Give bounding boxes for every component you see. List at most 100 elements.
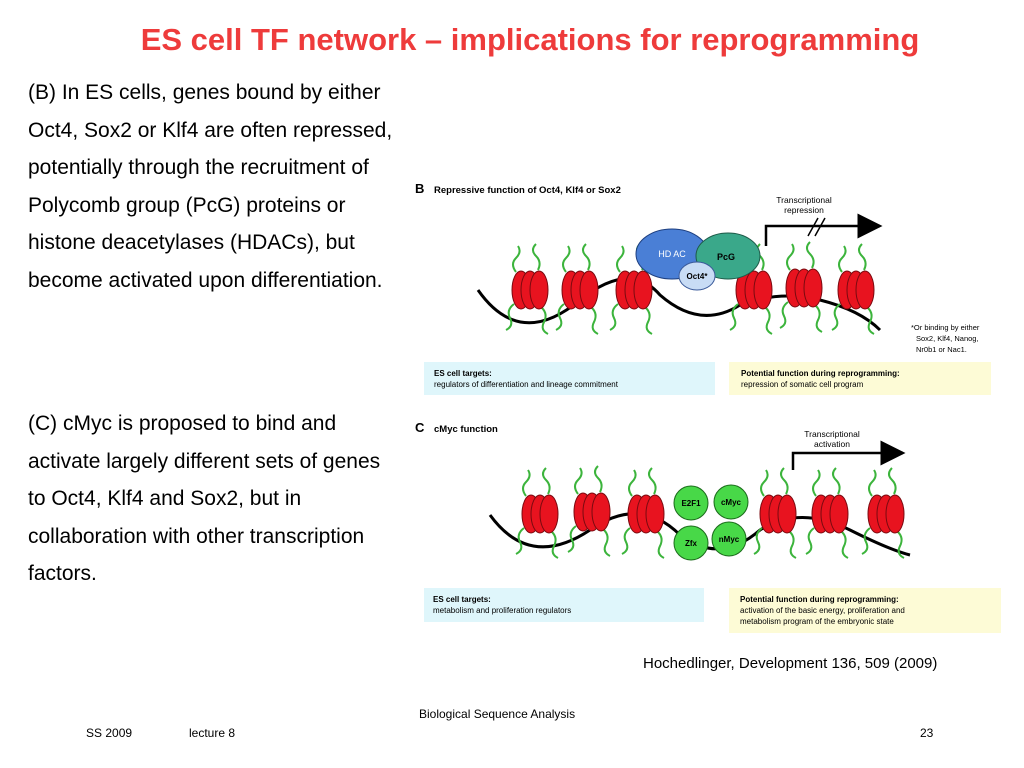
panel-c-arrow-label-2: activation bbox=[814, 439, 850, 449]
cmyc-label: cMyc bbox=[721, 498, 742, 507]
panel-b-arrow-label-2: repression bbox=[784, 205, 824, 215]
histone-tail bbox=[594, 465, 603, 493]
histone-tail bbox=[616, 245, 625, 273]
paragraph-c: (C) cMyc is proposed to bind and activat… bbox=[28, 412, 381, 585]
pcg-label: PcG bbox=[717, 252, 735, 262]
e2f1-factor bbox=[673, 485, 709, 521]
histone-tail bbox=[555, 303, 565, 331]
panel-b-arrow-label-1: Transcriptional bbox=[776, 195, 832, 205]
histone-tail bbox=[806, 241, 815, 269]
panel-b-note-2: Sox2, Klf4, Nanog, bbox=[916, 334, 979, 343]
histone-tail bbox=[603, 529, 611, 557]
histone-tail bbox=[805, 527, 815, 555]
histone-tail bbox=[591, 307, 599, 335]
histone-tail bbox=[551, 531, 559, 559]
nucleosome-disc bbox=[579, 270, 599, 310]
nucleosome bbox=[831, 243, 875, 335]
zfx-factor bbox=[673, 525, 709, 561]
histone-tail bbox=[505, 303, 515, 331]
nucleosome-disc bbox=[539, 494, 559, 534]
histone-tail bbox=[780, 467, 789, 495]
panel-c-title: cMyc function bbox=[434, 424, 498, 435]
histone-tail bbox=[786, 243, 795, 271]
histone-tail bbox=[532, 243, 541, 271]
repression-block-mark bbox=[807, 217, 826, 237]
panel-c: C cMyc function Transcriptional activati… bbox=[415, 420, 1001, 633]
cmyc-factor bbox=[713, 484, 749, 520]
histone-tail bbox=[841, 531, 849, 559]
nucleosome-disc bbox=[645, 494, 665, 534]
nucleosome-disc bbox=[529, 270, 549, 310]
histone-tail bbox=[753, 527, 763, 555]
nucleosome-disc bbox=[885, 494, 905, 534]
histone-tail bbox=[542, 467, 551, 495]
histone-tail bbox=[645, 307, 653, 335]
panel-b-title: Repressive function of Oct4, Klf4 or Sox… bbox=[434, 185, 621, 196]
e2f1-label: E2F1 bbox=[681, 499, 701, 508]
histone-tail bbox=[867, 307, 875, 335]
nucleosome-disc bbox=[803, 268, 823, 308]
histone-tail bbox=[760, 469, 769, 497]
nucleosome bbox=[753, 467, 797, 559]
panel-b-note-3: Nr0b1 or Nac1. bbox=[916, 345, 967, 354]
histone-tail bbox=[628, 469, 637, 497]
panel-c-function-line-2: metabolism program of the embryonic stat… bbox=[740, 617, 894, 626]
footer-course: Biological Sequence Analysis bbox=[419, 707, 576, 721]
histone-tail bbox=[657, 531, 665, 559]
panel-b-function-text: repression of somatic cell program bbox=[741, 380, 864, 389]
nucleosome bbox=[555, 243, 599, 335]
histone-tail bbox=[832, 467, 841, 495]
nucleosome-disc bbox=[591, 492, 611, 532]
histone-tail bbox=[888, 467, 897, 495]
nucleosome-disc bbox=[753, 270, 773, 310]
panel-c-function-heading: Potential function during reprogramming: bbox=[740, 595, 899, 604]
histone-tail bbox=[858, 243, 867, 271]
panel-b: B Repressive function of Oct4, Klf4 or S… bbox=[415, 181, 991, 395]
panel-c-letter: C bbox=[415, 420, 425, 435]
nucleosome-disc bbox=[777, 494, 797, 534]
panel-c-targets-heading: ES cell targets: bbox=[433, 595, 491, 604]
histone-tail bbox=[562, 245, 571, 273]
panel-b-targets-text: regulators of differentiation and lineag… bbox=[434, 380, 619, 389]
panel-b-function-heading: Potential function during reprogramming: bbox=[741, 369, 900, 378]
nucleosome bbox=[567, 465, 611, 557]
nucleosome-disc bbox=[855, 270, 875, 310]
histone-tail bbox=[789, 531, 797, 559]
panel-b-function-box bbox=[729, 362, 991, 395]
nucleosome bbox=[621, 467, 665, 559]
histone-tail bbox=[541, 307, 549, 335]
panel-c-function-line-1: activation of the basic energy, prolifer… bbox=[740, 606, 905, 615]
nmyc-label: nMyc bbox=[719, 535, 740, 544]
nucleosome-disc bbox=[829, 494, 849, 534]
histone-tail bbox=[765, 307, 773, 335]
zfx-label: Zfx bbox=[685, 539, 698, 548]
nucleosome bbox=[805, 467, 849, 559]
repression-arrow bbox=[764, 213, 883, 246]
histone-tail bbox=[621, 527, 631, 555]
nucleosome bbox=[729, 243, 773, 335]
histone-tail bbox=[868, 469, 877, 497]
hdac-label: HD AC bbox=[658, 249, 686, 259]
citation: Hochedlinger, Development 136, 509 (2009… bbox=[643, 655, 938, 672]
histone-tail bbox=[609, 303, 619, 331]
histone-tail bbox=[838, 245, 847, 273]
panel-c-targets-text: metabolism and proliferation regulators bbox=[433, 606, 571, 615]
footer-page-number: 23 bbox=[920, 726, 934, 740]
histone-tail bbox=[897, 531, 905, 559]
panel-c-targets-box bbox=[424, 588, 704, 622]
panel-b-note-1: *Or binding by either bbox=[911, 323, 980, 332]
histone-tail bbox=[648, 467, 657, 495]
nucleosome bbox=[609, 243, 653, 335]
histone-tail bbox=[522, 469, 531, 497]
nucleosome-disc bbox=[633, 270, 653, 310]
oct4-label: Oct4* bbox=[687, 272, 709, 281]
nucleosome bbox=[861, 467, 905, 559]
panel-b-letter: B bbox=[415, 181, 424, 196]
histone-tail bbox=[861, 527, 871, 555]
histone-tail bbox=[815, 305, 823, 333]
paragraph-b: (B) In ES cells, genes bound by either O… bbox=[28, 81, 393, 292]
histone-tail bbox=[515, 527, 525, 555]
histone-tail bbox=[567, 525, 577, 553]
panel-c-arrow-label-1: Transcriptional bbox=[804, 429, 860, 439]
